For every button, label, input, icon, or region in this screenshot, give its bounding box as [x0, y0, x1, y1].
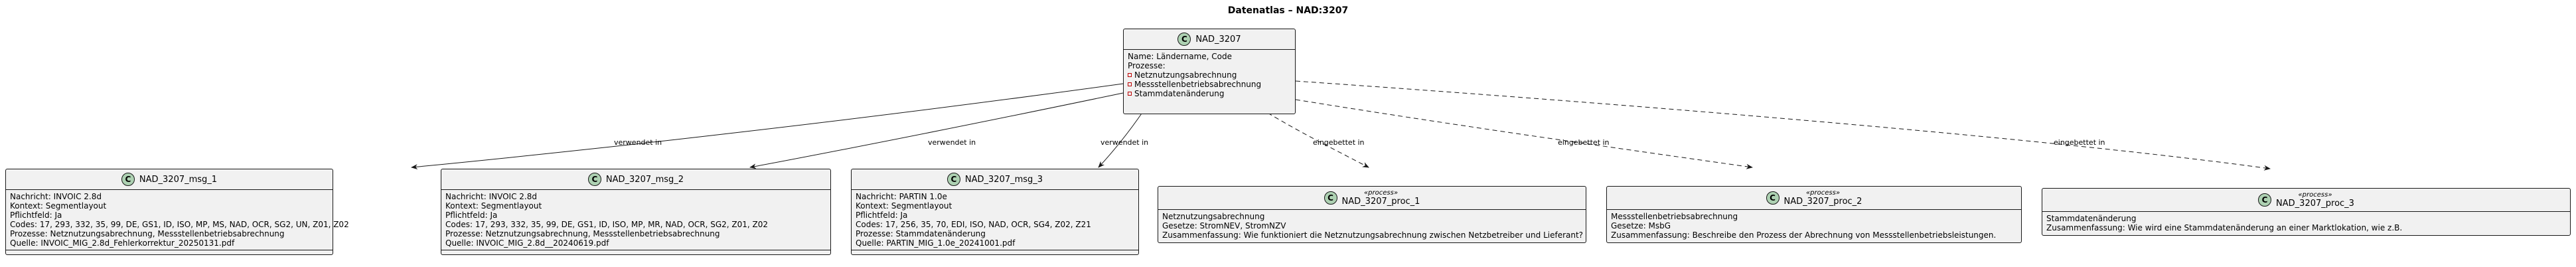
class-node-header: C «process» NAD_3207_proc_2: [1607, 187, 2021, 210]
edge-label-msg2: verwendet in: [928, 138, 976, 147]
class-node-proc-2[interactable]: C «process» NAD_3207_proc_2 Messstellenb…: [1606, 186, 2022, 243]
class-c-icon: C: [2258, 193, 2272, 207]
attribute-line: Zusammenfassung: Wie funktioniert die Ne…: [1162, 230, 1584, 240]
class-node-name: NAD_3207_msg_3: [964, 174, 1043, 185]
stereotype-label: «process»: [1364, 189, 1398, 197]
class-c-icon: C: [1766, 191, 1780, 205]
class-c-icon: C: [947, 173, 960, 186]
attribute-line: Netznutzungsabrechnung: [1162, 212, 1265, 221]
edge-main-msg1: [411, 83, 1124, 170]
class-node-body: Messstellenbetriebsabrechnung Gesetze: M…: [1607, 210, 2021, 242]
class-node-name: NAD_3207_proc_2: [1783, 197, 1862, 207]
attribute-line: Name: Ländername, Code: [1128, 52, 1233, 61]
class-node-body: Nachricht: INVOIC 2.8d Kontext: Segmentl…: [6, 190, 349, 250]
class-node-name: NAD_3207_proc_1: [1341, 197, 1420, 207]
private-member-icon: [1128, 82, 1132, 86]
edge-main-proc1: [1267, 112, 1369, 168]
stereotype-label: «process»: [1806, 189, 1840, 197]
attribute-line: Prozesse: Netznutzungsabrechnung, Messst…: [10, 229, 285, 238]
attribute-line: Pflichtfeld: Ja: [10, 211, 62, 220]
class-node-header: C «process» NAD_3207_proc_3: [2042, 189, 2570, 212]
private-member-icon: [1128, 92, 1132, 96]
attribute-line: Kontext: Segmentlayout: [10, 201, 107, 211]
process-item: Messstellenbetriebsabrechnung: [1128, 80, 1291, 89]
class-node-header: C NAD_3207_msg_3: [852, 169, 1138, 190]
attribute-line: Zusammenfassung: Beschreibe den Prozess …: [1611, 230, 1997, 240]
process-item: Stammdatenänderung: [1128, 89, 1291, 98]
edge-main-msg3: [1098, 111, 1144, 168]
class-node-proc-3[interactable]: C «process» NAD_3207_proc_3 Stammdatenän…: [2042, 188, 2571, 236]
class-node-header: C «process» NAD_3207_proc_1: [1158, 187, 1586, 210]
edge-label-proc1: eingebettet in: [1313, 138, 1365, 147]
attribute-line: Nachricht: INVOIC 2.8d: [445, 192, 537, 201]
process-item: Netznutzungsabrechnung: [1128, 70, 1291, 80]
stereotype-label: «process»: [2298, 191, 2332, 199]
attribute-line: Messstellenbetriebsabrechnung: [1611, 212, 1738, 221]
class-node-header: C NAD_3207: [1124, 29, 1295, 50]
attribute-line: Kontext: Segmentlayout: [445, 201, 542, 211]
attribute-line: Pflichtfeld: Ja: [445, 211, 498, 220]
class-node-msg-3[interactable]: C NAD_3207_msg_3 Nachricht: PARTIN 1.0e …: [851, 169, 1139, 255]
edge-main-msg2: [749, 92, 1124, 169]
attribute-line: Nachricht: PARTIN 1.0e: [856, 192, 947, 201]
class-node-header: C NAD_3207_msg_1: [6, 169, 333, 190]
attribute-line: Gesetze: StromNEV, StromNZV: [1162, 221, 1286, 230]
class-node-name: NAD_3207_msg_1: [139, 174, 218, 185]
class-node-header: C NAD_3207_msg_2: [441, 169, 830, 190]
class-node-msg-2[interactable]: C NAD_3207_msg_2 Nachricht: INVOIC 2.8d …: [441, 169, 831, 255]
class-node-name: NAD_3207: [1195, 34, 1241, 44]
attribute-line: Prozesse:: [1128, 61, 1166, 70]
class-node-name: NAD_3207_proc_3: [2276, 199, 2354, 209]
attribute-line: Gesetze: MsbG: [1611, 221, 1671, 230]
class-node-body: Nachricht: INVOIC 2.8d Kontext: Segmentl…: [441, 190, 830, 250]
class-node-footer: [441, 250, 830, 256]
private-member-icon: [1128, 73, 1132, 77]
class-node-body: Name: Ländername, Code Prozesse: Netznut…: [1124, 50, 1295, 100]
attribute-line: Quelle: INVOIC_MIG_2.8d__20240619.pdf: [445, 238, 609, 248]
class-node-name: NAD_3207_msg_2: [605, 174, 684, 185]
class-node-footer: [852, 250, 1138, 256]
class-node-body: Stammdatenänderung Zusammenfassung: Wie …: [2042, 212, 2570, 234]
attribute-line: Pflichtfeld: Ja: [856, 211, 908, 220]
edge-main-proc2: [1295, 99, 1753, 169]
attribute-line: Stammdatenänderung: [2046, 214, 2137, 223]
diagram-title: Datenatlas – NAD:3207: [1227, 5, 1349, 16]
class-node-msg-1[interactable]: C NAD_3207_msg_1 Nachricht: INVOIC 2.8d …: [5, 169, 349, 256]
attribute-line: Zusammenfassung: Wie wird eine Stammdate…: [2046, 223, 2403, 232]
edge-label-msg3: verwendet in: [1100, 138, 1148, 147]
edge-label-msg1: verwendet in: [614, 138, 662, 147]
attribute-line: Codes: 17, 256, 35, 70, EDI, ISO, NAD, O…: [856, 220, 1091, 229]
class-node-body: Netznutzungsabrechnung Gesetze: StromNEV…: [1158, 210, 1586, 242]
class-node-proc-1[interactable]: C «process» NAD_3207_proc_1 Netznutzungs…: [1158, 186, 1586, 243]
class-node-body: Nachricht: PARTIN 1.0e Kontext: Segmentl…: [852, 190, 1138, 250]
class-node-main[interactable]: C NAD_3207 Name: Ländername, Code Prozes…: [1123, 29, 1296, 114]
attribute-line: Codes: 17, 293, 332, 35, 99, DE, GS1, ID…: [445, 220, 769, 229]
class-c-icon: C: [587, 173, 601, 186]
attribute-line: Nachricht: INVOIC 2.8d: [10, 192, 102, 201]
class-c-icon: C: [1324, 191, 1337, 205]
class-c-icon: C: [121, 173, 135, 186]
attribute-line: Kontext: Segmentlayout: [856, 201, 952, 211]
attribute-line: Prozesse: Stammdatenänderung: [856, 229, 986, 238]
edge-main-proc3: [1295, 80, 2271, 171]
edge-label-proc2: eingebettet in: [1558, 138, 1610, 147]
class-c-icon: C: [1177, 33, 1191, 46]
attribute-line: Codes: 17, 293, 332, 35, 99, DE, GS1, ID…: [10, 220, 349, 229]
attribute-line: Quelle: INVOIC_MIG_2.8d_Fehlerkorrektur_…: [10, 238, 235, 248]
edge-label-proc3: eingebettet in: [2054, 138, 2105, 147]
class-node-footer: [6, 250, 333, 256]
attribute-line: Quelle: PARTIN_MIG_1.0e_20241001.pdf: [856, 238, 1016, 248]
attribute-line: Prozesse: Netznutzungsabrechnung, Messst…: [445, 229, 720, 238]
